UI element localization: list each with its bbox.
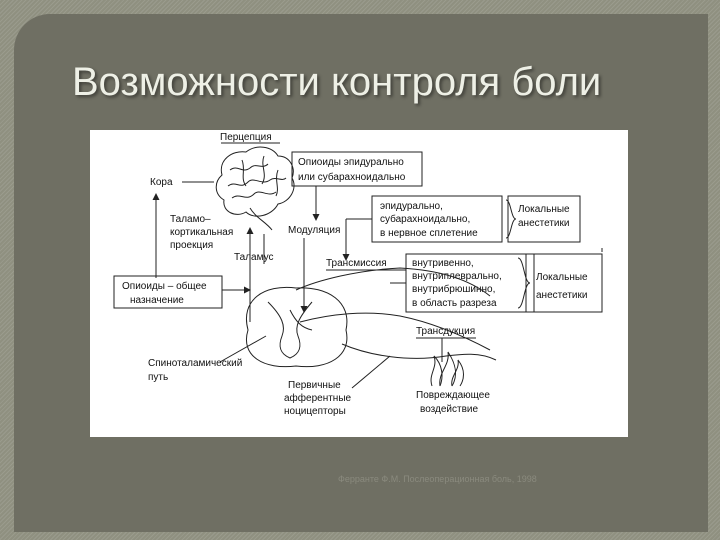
brain-illustration bbox=[216, 147, 294, 230]
slide-title: Возможности контроля боли bbox=[72, 60, 601, 105]
label-thalamocortical-2: кортикальная bbox=[170, 227, 233, 238]
label-afferent-2: афферентные bbox=[284, 392, 352, 404]
local-anesthetics-box-2 bbox=[526, 254, 602, 312]
label-infiltration-2: внутриплеврально, bbox=[412, 271, 502, 282]
label-infiltration-1: внутривенно, bbox=[412, 258, 474, 269]
label-opioids-general-2: назначение bbox=[130, 295, 184, 306]
label-infiltration-3: внутрибрюшинно, bbox=[412, 283, 495, 295]
label-modulation: Модуляция bbox=[288, 225, 340, 236]
label-transmission: Трансмиссия bbox=[326, 258, 387, 269]
label-spinothalamic-1: Спиноталамический bbox=[148, 358, 242, 369]
label-infiltration-4: в область разреза bbox=[412, 297, 497, 309]
label-noxious-1: Повреждающее bbox=[416, 390, 490, 401]
spinal-cord-illustration bbox=[246, 268, 496, 367]
afferent-pointer bbox=[352, 356, 390, 388]
source-caption: Ферранте Ф.М. Послеоперационная боль, 19… bbox=[338, 474, 537, 484]
label-local-anesthetics-2b: анестетики bbox=[536, 290, 587, 301]
label-local-anesthetics-1b: анестетики bbox=[518, 218, 569, 229]
pain-pathway-diagram: Перцепция Кора Таламо– кортикальная прое… bbox=[90, 130, 628, 437]
label-transduction: Трансдукция bbox=[416, 326, 475, 337]
label-regional-3: в нервное сплетение bbox=[380, 228, 478, 239]
label-opioids-general-1: Опиоиды – общее bbox=[122, 280, 207, 292]
diagram-svg: Перцепция Кора Таламо– кортикальная прое… bbox=[90, 130, 628, 437]
label-opioids-epidural-2: или субарахноидально bbox=[298, 171, 406, 183]
label-perception: Перцепция bbox=[220, 132, 272, 143]
label-local-anesthetics-1a: Локальные bbox=[518, 204, 570, 215]
label-spinothalamic-2: путь bbox=[148, 372, 168, 383]
label-afferent-1: Первичные bbox=[288, 380, 341, 391]
label-cortex: Кора bbox=[150, 177, 173, 188]
label-afferent-3: ноцицепторы bbox=[284, 406, 346, 417]
label-opioids-epidural-1: Опиоиды эпидурально bbox=[298, 157, 404, 168]
label-regional-1: эпидурально, bbox=[380, 201, 443, 212]
label-noxious-2: воздействие bbox=[420, 404, 478, 415]
label-regional-2: субарахноидально, bbox=[380, 213, 470, 225]
label-local-anesthetics-2a: Локальные bbox=[536, 272, 588, 283]
spinothalamic-pointer bbox=[220, 336, 266, 362]
label-thalamocortical-3: проекция bbox=[170, 240, 213, 251]
label-thalamocortical-1: Таламо– bbox=[170, 214, 211, 225]
label-thalamus: Таламус bbox=[234, 252, 274, 263]
infiltration-brace bbox=[518, 258, 530, 308]
